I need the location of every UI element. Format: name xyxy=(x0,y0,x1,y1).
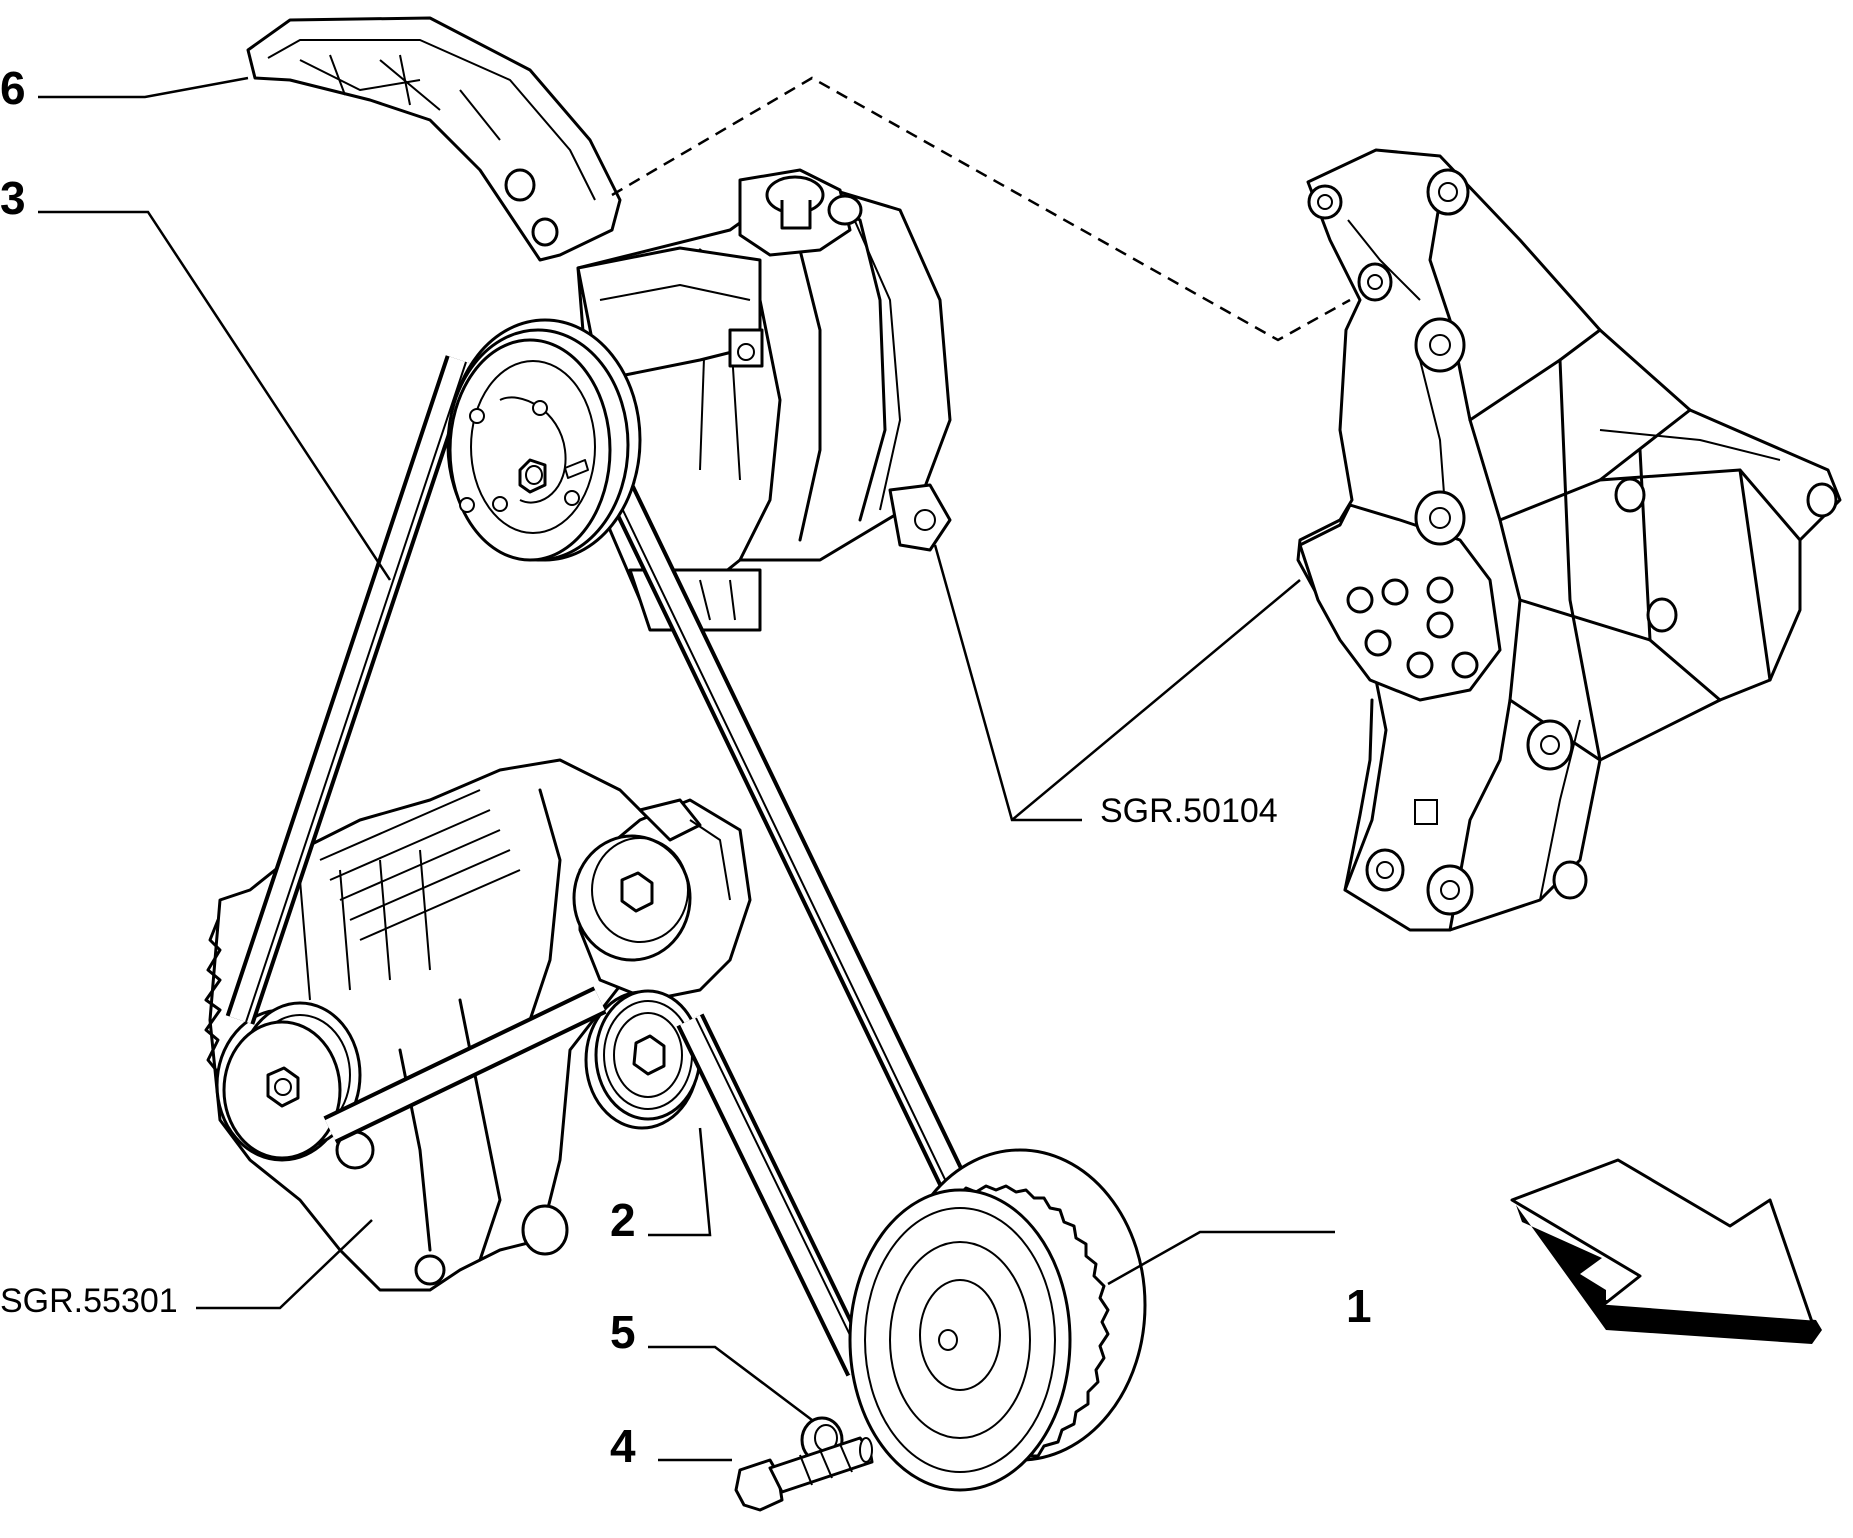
belt-tensioner xyxy=(572,798,752,1002)
bracket-part-6 xyxy=(246,16,622,262)
callout-2: 2 xyxy=(610,1194,636,1246)
callout-6: 6 xyxy=(0,62,26,114)
drive-belt-part-3 xyxy=(225,333,1024,1377)
callout-5: 5 xyxy=(610,1306,636,1358)
leader-lines xyxy=(38,76,1335,1462)
callout-1: 1 xyxy=(1346,1280,1372,1332)
alternator xyxy=(204,758,662,1292)
mounting-bracket xyxy=(1296,148,1842,932)
reference-bracket: SGR.50104 xyxy=(1100,792,1278,830)
ac-compressor xyxy=(576,168,952,632)
crankshaft-pulley-part-1 xyxy=(848,1148,1147,1492)
bolt-part-4 xyxy=(734,1436,874,1512)
reference-alternator: SGR.55301 xyxy=(0,1282,178,1320)
compressor-pulley xyxy=(446,318,642,562)
callout-4: 4 xyxy=(610,1420,636,1472)
arrow-icon xyxy=(1510,1158,1822,1344)
reference-dashed-line xyxy=(611,76,1351,342)
callout-3: 3 xyxy=(0,172,26,224)
